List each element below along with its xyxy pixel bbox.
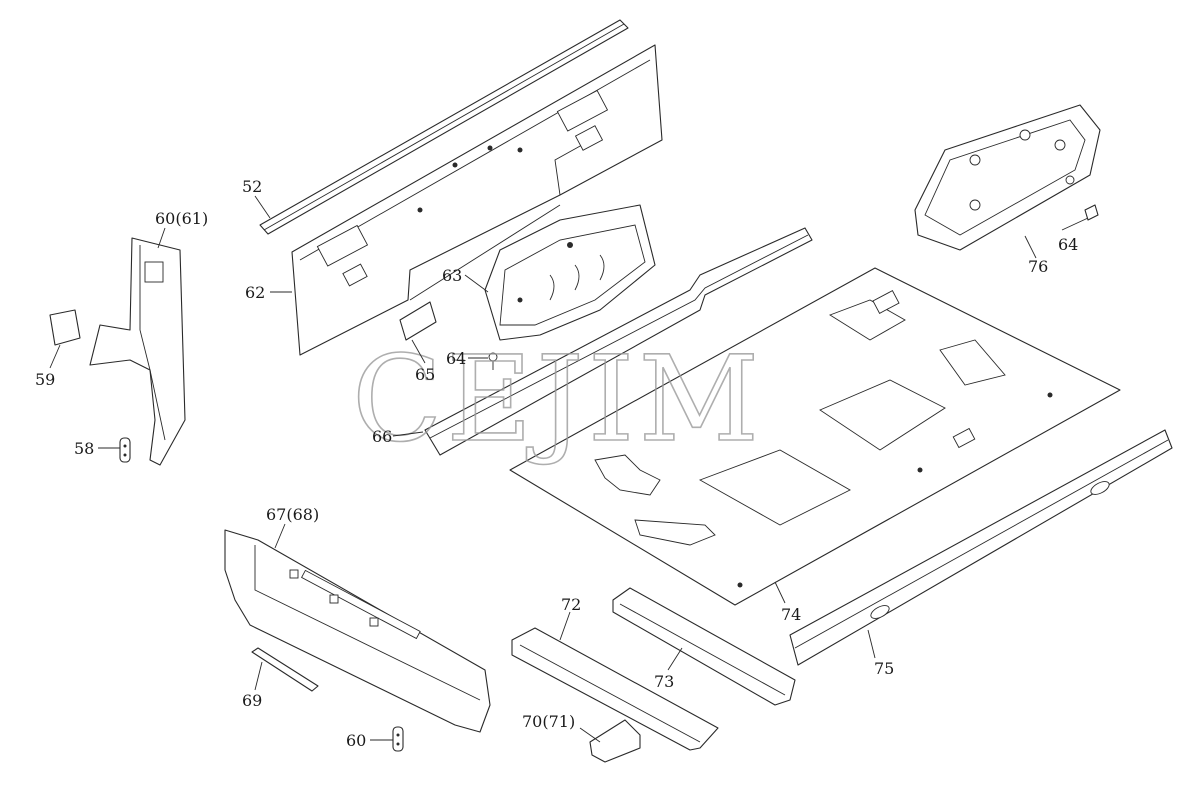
watermark: CEJIM [352, 330, 763, 468]
callout-69: 69 [242, 691, 262, 710]
callout-60-61: 60(61) [155, 209, 208, 228]
callout-59: 59 [35, 370, 55, 389]
callout-74: 74 [781, 605, 801, 624]
callout-62: 62 [245, 283, 265, 302]
callout-65: 65 [415, 365, 435, 384]
callout-63: 63 [442, 266, 462, 285]
part-74-main-floor [509, 267, 1121, 606]
part-64-right-bolt [1084, 204, 1099, 221]
part-59-patch [49, 309, 81, 346]
callout-73: 73 [654, 672, 674, 691]
callout-66: 66 [372, 427, 392, 446]
part-60-61-pillar [89, 237, 186, 466]
callout-75: 75 [874, 659, 894, 678]
callout-52: 52 [242, 177, 262, 196]
callout-64-right: 64 [1058, 235, 1078, 254]
callout-58: 58 [74, 439, 94, 458]
part-60-clip [392, 726, 404, 752]
part-67-68-side-member [224, 529, 491, 733]
callout-67-68: 67(68) [266, 505, 319, 524]
callout-64: 64 [446, 349, 466, 368]
callout-76: 76 [1028, 257, 1048, 276]
part-72-crossbar [511, 627, 719, 751]
leader-lines [49, 195, 1089, 743]
part-70-71-bracket [589, 719, 641, 763]
part-63-floor-pan [484, 204, 656, 341]
part-52-rail [259, 19, 629, 235]
part-75-side-sill [789, 429, 1173, 666]
callout-60: 60 [346, 731, 366, 750]
part-73-crossbar [612, 587, 796, 706]
callout-72: 72 [561, 595, 581, 614]
part-76-tray [914, 104, 1101, 251]
part-64-bolt [488, 352, 498, 370]
part-66-cross-member [424, 227, 813, 456]
part-58-clip [119, 437, 131, 463]
part-69-strap [251, 647, 319, 692]
part-65-plate [399, 301, 437, 341]
callout-70-71: 70(71) [522, 712, 575, 731]
part-62-rear-panel [291, 44, 663, 356]
